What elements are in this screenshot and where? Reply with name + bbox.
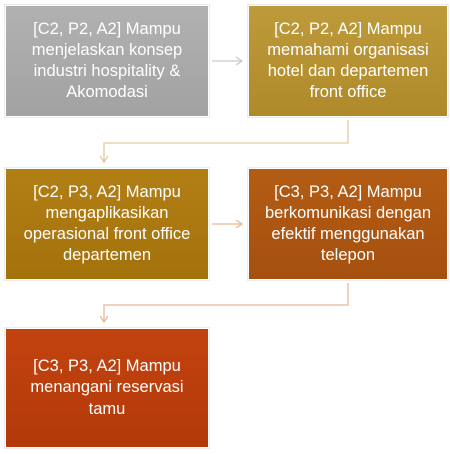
- step-text-2: [C2, P2, A2] Mampu memahami organisasi h…: [267, 19, 429, 102]
- step-box-5: [C3, P3, A2] Mampu menangani reservasi t…: [5, 328, 209, 448]
- step-text-5: [C3, P3, A2] Mampu menangani reservasi t…: [30, 357, 184, 418]
- step-text-4: [C3, P3, A2] Mampu berkomunikasi dengan …: [264, 182, 432, 265]
- step-box-2: [C2, P2, A2] Mampu memahami organisasi h…: [248, 5, 448, 117]
- connector-4-5: [99, 283, 349, 324]
- step-text-1: [C2, P2, A2] Mampu menjelaskan konsep in…: [31, 19, 183, 102]
- step-box-4: [C3, P3, A2] Mampu berkomunikasi dengan …: [248, 168, 448, 280]
- step-box-1: [C2, P2, A2] Mampu menjelaskan konsep in…: [5, 5, 209, 117]
- connector-3-4: [212, 219, 244, 229]
- connector-2-3: [99, 120, 349, 164]
- connector-1-2: [212, 56, 244, 66]
- step-box-3: [C2, P3, A2] Mampu mengaplikasikan opera…: [5, 168, 209, 280]
- step-text-3: [C2, P3, A2] Mampu mengaplikasikan opera…: [23, 182, 191, 265]
